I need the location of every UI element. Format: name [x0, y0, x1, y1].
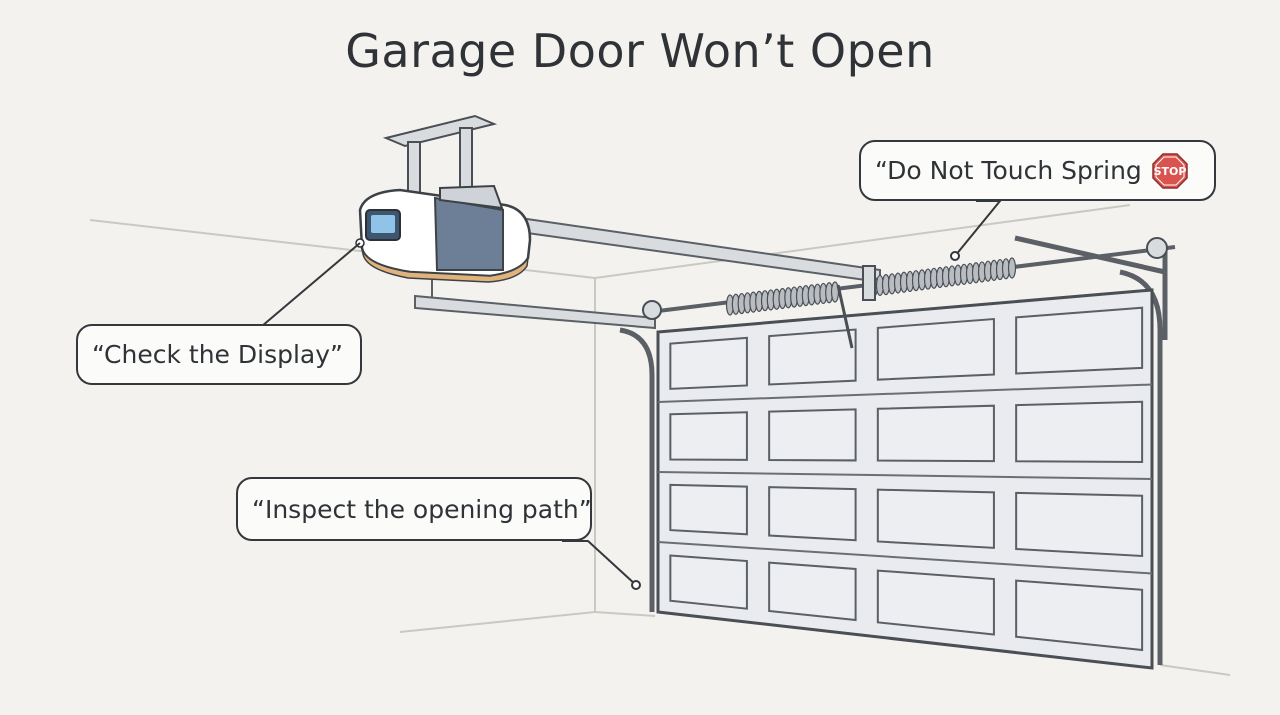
- inspect-path-label: “Inspect the opening path”: [252, 494, 592, 524]
- door-panels: [657, 306, 1153, 652]
- door-panel: [768, 486, 857, 542]
- door-panel: [1015, 491, 1144, 558]
- door-panel: [1015, 400, 1144, 463]
- pointer-dots: [631, 251, 960, 590]
- page-title: Garage Door Won’t Open: [345, 24, 935, 78]
- door-panel: [876, 404, 995, 463]
- check-display-label: “Check the Display”: [92, 340, 343, 369]
- door-panel: [669, 554, 748, 610]
- inspect-path-callout: “Inspect the opening path”: [236, 477, 592, 541]
- door-panel: [768, 328, 857, 386]
- spring-coil: [830, 281, 840, 303]
- door-panel: [768, 408, 857, 462]
- door-panel: [1015, 306, 1144, 375]
- stop-sign-text: STOP: [1153, 165, 1186, 178]
- door-panel: [876, 317, 995, 381]
- do-not-touch-spring-label: “Do Not Touch Spring: [875, 156, 1142, 185]
- door-panel: [876, 569, 995, 636]
- spring-coil: [1007, 257, 1017, 279]
- stop-sign-icon: STOP: [1152, 152, 1188, 189]
- door-panel: [1015, 579, 1144, 652]
- door-panel: [669, 483, 748, 536]
- door-section-seam: [657, 541, 1153, 575]
- do-not-touch-spring-callout: “Do Not Touch Spring STOP: [859, 140, 1216, 201]
- door-section-seam: [657, 383, 1153, 403]
- garage-door-opener-icon: [355, 184, 532, 283]
- door-panel: [669, 411, 748, 461]
- door-panel: [876, 488, 995, 549]
- door-panel: [768, 561, 857, 622]
- spring-center-bracket: [836, 265, 876, 349]
- door-panel: [669, 336, 748, 390]
- door-section-seam: [657, 471, 1153, 480]
- torsion-spring-icon: [725, 257, 1017, 316]
- check-display-callout: “Check the Display”: [76, 324, 362, 385]
